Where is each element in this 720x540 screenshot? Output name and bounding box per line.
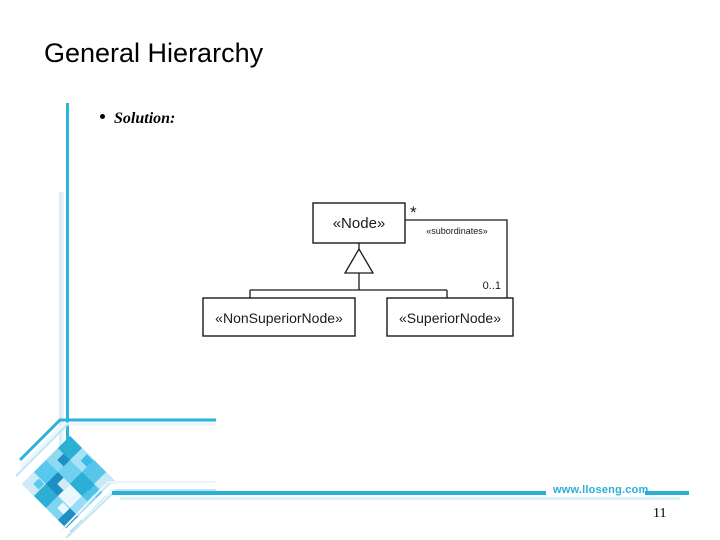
decorative-diamond-graphic (16, 416, 216, 540)
uml-class-label-superiornode: «SuperiorNode» (399, 310, 501, 326)
bullet-item-label: Solution: (114, 110, 176, 127)
footer-rule-left (112, 491, 546, 495)
page-number: 11 (653, 506, 667, 521)
left-accent-bar-pale-outer (62, 192, 64, 483)
footer-url-label: www.lloseng.com (553, 484, 649, 496)
uml-class-label-node: «Node» (333, 215, 386, 232)
uml-class-box-nonsuperiornode (202, 297, 356, 337)
uml-class-box-superiornode (386, 297, 514, 337)
uml-multiplicity-zero-one: 0..1 (483, 280, 501, 292)
left-accent-bar-pale (59, 192, 62, 483)
uml-multiplicity-star: * (410, 203, 417, 222)
generalization-arrowhead (343, 247, 375, 274)
bullet-list-item: Solution: (100, 110, 175, 128)
uml-association-role-label: «subordinates» (426, 226, 488, 236)
uml-class-label-nonsuperiornode: «NonSuperiorNode» (215, 310, 343, 326)
uml-class-diagram: «Node» «NonSuperiorNode» «SuperiorNode» … (195, 190, 535, 355)
footer-rule-pale (120, 497, 680, 500)
association-line-subordinates (405, 219, 508, 298)
page-title: General Hierarchy (44, 38, 264, 68)
bullet-dot-icon (100, 114, 105, 119)
left-accent-bar (66, 103, 69, 482)
footer-rule-right (645, 491, 689, 495)
